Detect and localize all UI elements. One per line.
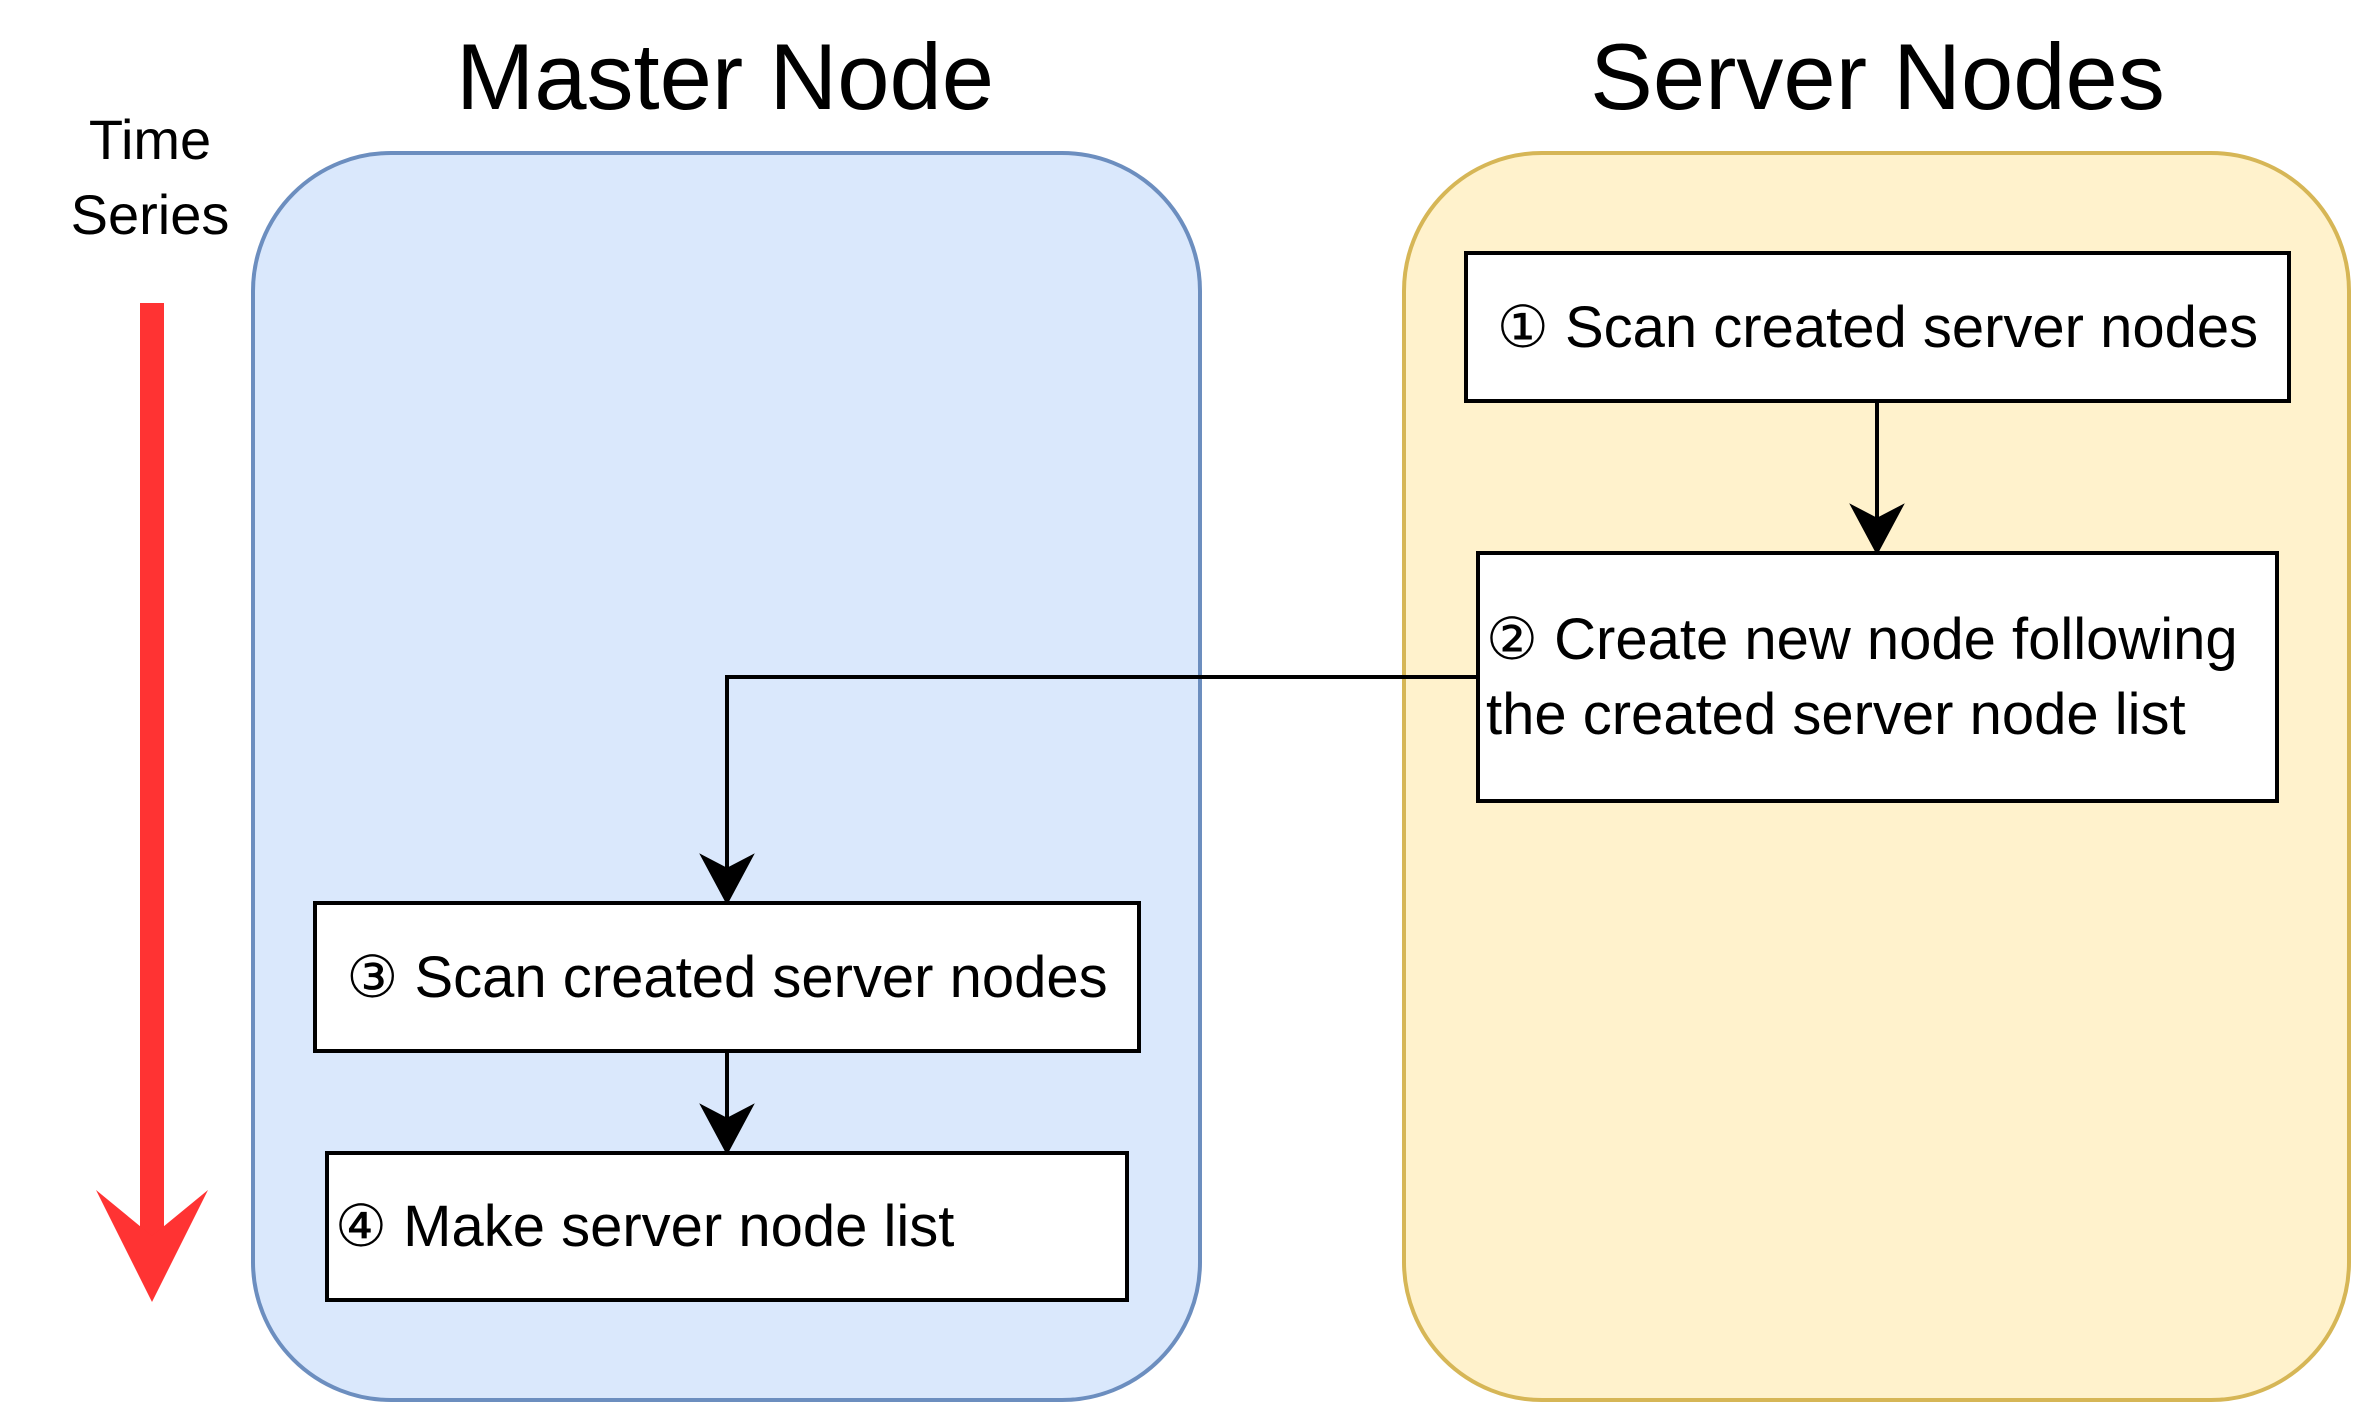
step-4-number: ④ — [335, 1194, 387, 1259]
server-nodes-title: Server Nodes — [1590, 24, 2165, 129]
connector-step2-to-step3 — [699, 675, 1476, 906]
step-1-text: Scan created server nodes — [1564, 294, 2259, 360]
step-3-number: ③ — [346, 944, 399, 1010]
step-2-create-new-node: ② Create new node following the created … — [1476, 551, 2279, 803]
step-1-number: ① — [1496, 294, 1549, 360]
arrow-down-icon — [96, 303, 208, 1302]
connector-step1-to-step2 — [1849, 403, 1905, 556]
time-series-label-line2: Series — [70, 183, 230, 246]
step-4-text: Make server node list — [403, 1194, 955, 1259]
master-node-title: Master Node — [455, 24, 995, 129]
time-series-label-line1: Time — [88, 108, 212, 171]
step-3-text: Scan created server nodes — [414, 944, 1108, 1010]
connector-step3-to-step4 — [699, 1053, 755, 1156]
step-2-text: Create new node following the created se… — [1486, 607, 2238, 747]
step-2-number: ② — [1486, 607, 1538, 672]
step-3-scan-server-nodes: ③ Scan created server nodes — [313, 901, 1141, 1053]
step-1-scan-server-nodes: ① Scan created server nodes — [1464, 251, 2291, 403]
step-4-make-server-node-list: ④ Make server node list — [325, 1151, 1129, 1302]
step-2-content: ② Create new node following the created … — [1486, 602, 2238, 752]
